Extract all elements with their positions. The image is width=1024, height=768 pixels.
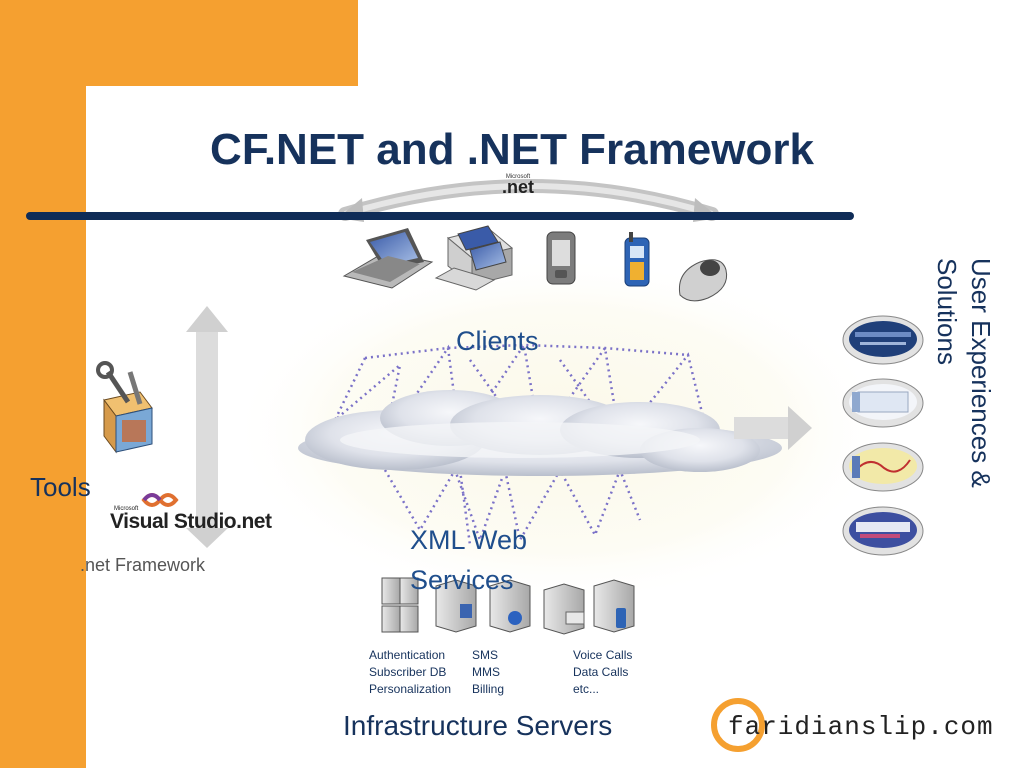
visual-studio-ms-text: Microsoft [114,506,139,512]
clients-label: Clients [456,326,539,356]
server-icon-5 [593,579,635,633]
rounded-corner [86,86,206,206]
user-experiences-label-wrap: User Experiences & Solutions [930,258,1000,558]
service-item: Personalization [369,682,452,696]
cloud-shape [298,390,782,476]
user-experiences-label: User Experiences & Solutions [932,258,996,488]
dotnet-logo-ms: Microsoft [505,174,531,180]
toolbox-icon [96,361,153,454]
ux-screenshot-1 [842,315,924,365]
title-underline [26,212,854,220]
dotnet-logo-text: .net [501,177,534,197]
brand-watermark: faridianslip.com [728,712,994,742]
pda-icon [546,231,576,285]
tools-label: Tools [30,472,91,502]
service-item: Voice Calls [573,648,633,662]
right-arrow [734,406,812,450]
visual-studio-text: Visual Studio.net [110,510,272,533]
infrastructure-servers-label: Infrastructure Servers [343,710,613,741]
services-column-1: Authentication Subscriber DB Personaliza… [369,647,451,698]
vertical-double-arrow [186,306,228,548]
desktop-computer-icon [434,225,514,291]
server-icon-3 [489,579,531,633]
service-item: etc... [573,682,600,696]
dotnet-framework-text: .net Framework [80,555,206,575]
slide-title: CF.NET and .NET Framework [210,125,814,174]
xml-web-services-label: XML Web Services [410,525,528,595]
server-cluster-icon [381,577,419,633]
orange-left-band [0,0,86,768]
network-links [333,341,707,546]
services-column-2: SMS MMS Billing [472,647,504,698]
mobile-phone-icon [624,232,650,287]
service-item: Data Calls [573,665,629,679]
server-icon-4 [543,583,585,635]
service-item: Subscriber DB [369,665,447,679]
service-item: MMS [472,665,500,679]
dotnet-logo: Microsoft .net [494,174,542,197]
mouse-device-icon [678,259,728,302]
ux-screenshot-2 [842,378,924,428]
server-icon-2 [435,579,477,633]
ux-screenshot-3 [842,442,924,492]
service-item: Authentication [369,648,446,662]
service-item: Billing [472,682,505,696]
ux-screenshot-4 [842,506,924,556]
service-item: SMS [472,648,499,662]
services-column-3: Voice Calls Data Calls etc... [573,647,632,698]
laptop-icon [342,228,434,289]
visual-studio-logo-icon [141,493,179,507]
brand-ring-icon [711,698,765,752]
